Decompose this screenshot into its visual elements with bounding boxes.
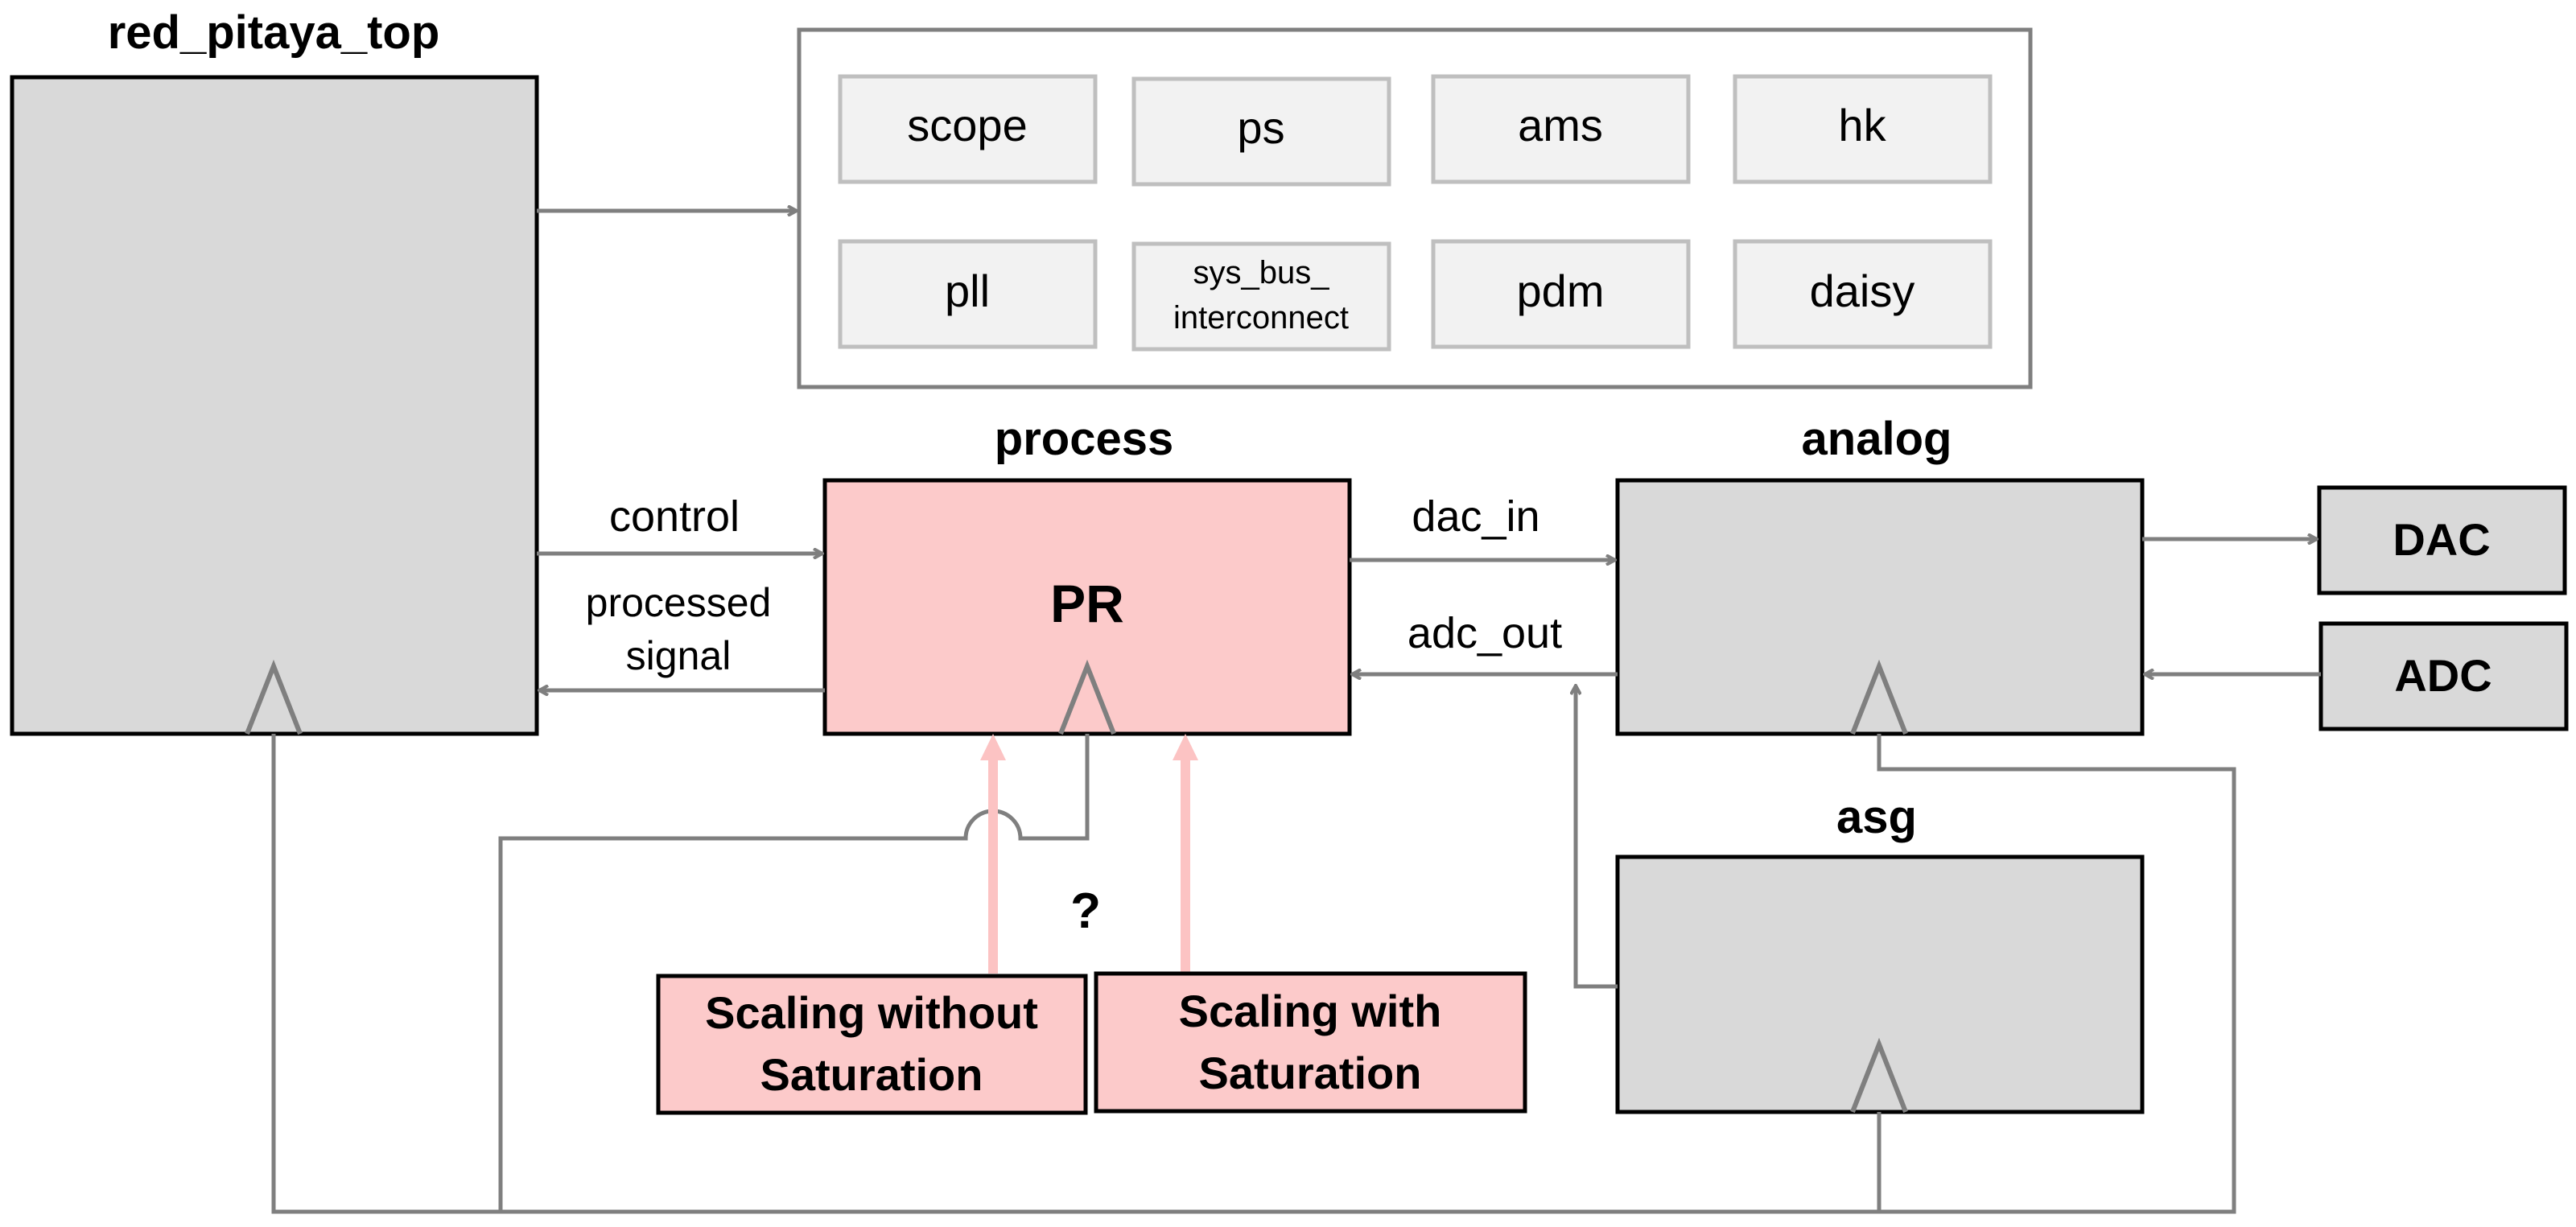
- module-ps-label: ps: [1237, 102, 1284, 153]
- control-label: control: [609, 492, 740, 541]
- analog-block: [1615, 478, 2145, 736]
- processed-signal-label-1: processed: [586, 580, 772, 625]
- process-block: [822, 478, 1352, 736]
- scaling-without-saturation-box: [656, 974, 1088, 1115]
- module-pdm-label: pdm: [1517, 266, 1605, 316]
- asg-title: asg: [1836, 791, 1917, 843]
- scaling-without-saturation-label-1: Scaling without: [705, 987, 1038, 1038]
- sat-arrowhead: [1173, 734, 1198, 760]
- top-block: [10, 75, 539, 736]
- dac-block: [2317, 485, 2567, 595]
- analog-clock-symbol: [1850, 659, 1908, 735]
- module-sys-bus: [1131, 241, 1391, 352]
- dac-in-label: dac_in: [1412, 492, 1539, 541]
- no-sat-arrowhead: [980, 734, 1006, 760]
- clock-line-process: [498, 734, 1090, 1212]
- pr-label: PR: [1050, 574, 1124, 633]
- processed-signal-label-2: signal: [626, 633, 732, 678]
- module-ps: [1131, 76, 1391, 187]
- module-hk-label: hk: [1838, 100, 1886, 150]
- adc-label: ADC: [2394, 650, 2492, 701]
- adc-out-label: adc_out: [1408, 609, 1562, 657]
- module-scope: [838, 74, 1098, 184]
- adc-block: [2318, 621, 2569, 731]
- scaling-with-saturation-label-2: Saturation: [1199, 1048, 1422, 1098]
- dac-label: DAC: [2393, 514, 2490, 565]
- scaling-with-saturation-label-1: Scaling with: [1179, 986, 1442, 1036]
- module-sys-bus-label-2: interconnect: [1173, 300, 1349, 336]
- module-scope-label: scope: [907, 100, 1027, 150]
- module-pdm: [1431, 239, 1691, 349]
- top-clock-symbol: [245, 659, 303, 735]
- clock-line-top: [271, 734, 2236, 1214]
- question-mark: ?: [1070, 883, 1101, 939]
- process-title: process: [995, 413, 1173, 465]
- module-sys-bus-label-1: sys_bus_: [1193, 255, 1330, 290]
- module-ams: [1431, 74, 1691, 184]
- module-pll-label: pll: [945, 266, 990, 316]
- asg-block: [1615, 854, 2145, 1114]
- scaling-without-saturation-label-2: Saturation: [760, 1049, 983, 1100]
- asg-clock-symbol: [1850, 1037, 1908, 1114]
- top-title: red_pitaya_top: [108, 6, 440, 59]
- module-daisy-label: daisy: [1810, 266, 1915, 316]
- analog-title: analog: [1802, 413, 1952, 465]
- module-daisy: [1733, 239, 1993, 349]
- asg-to-adc-out-arrow: [1576, 686, 1618, 989]
- module-pll: [838, 239, 1098, 349]
- module-ams-label: ams: [1518, 100, 1603, 150]
- scaling-with-saturation-box: [1094, 971, 1527, 1114]
- process-clock-symbol: [1058, 659, 1116, 735]
- module-hk: [1733, 74, 1993, 184]
